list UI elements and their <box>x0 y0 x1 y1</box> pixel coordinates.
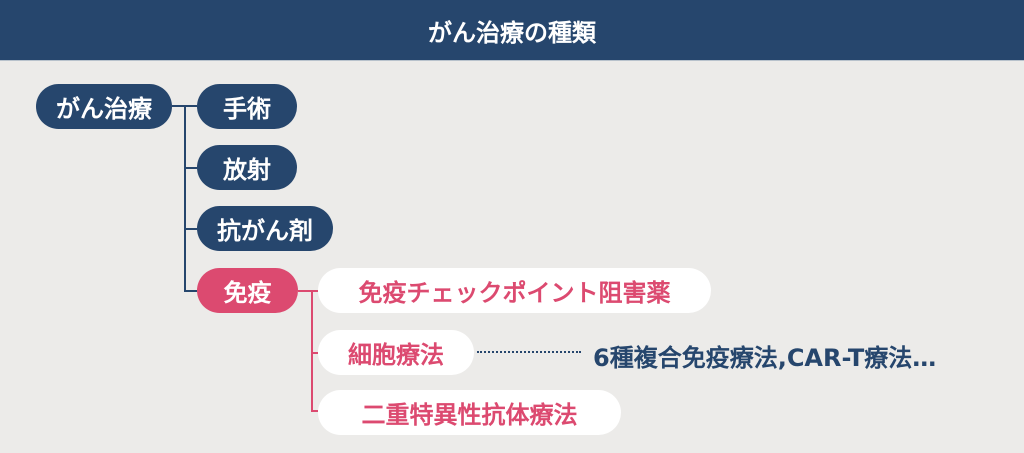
dotted-leader-line <box>477 351 581 353</box>
connector-bispecific <box>311 410 318 412</box>
node-surgery: 手術 <box>197 84 297 129</box>
connector-cell <box>311 352 318 354</box>
page-title: がん治療の種類 <box>0 0 1024 61</box>
node-cancer-treatment: がん治療 <box>36 84 172 129</box>
cell-therapy-examples: 6種複合免疫療法,CAR-T療法… <box>593 344 937 372</box>
connector-radiation <box>184 167 197 169</box>
connector-immune <box>184 290 197 292</box>
node-chemotherapy: 抗がん剤 <box>197 206 333 251</box>
connector-trunk <box>184 105 186 292</box>
connector-immune-trunk <box>311 290 313 412</box>
connector-immune-out <box>298 290 318 292</box>
connector-chemo <box>184 228 197 230</box>
node-bispecific-antibody: 二重特異性抗体療法 <box>318 390 621 435</box>
node-checkpoint-inhibitor: 免疫チェックポイント阻害薬 <box>318 268 711 313</box>
node-radiation: 放射 <box>197 145 297 190</box>
node-immunotherapy: 免疫 <box>197 268 298 313</box>
node-cell-therapy: 細胞療法 <box>318 330 474 375</box>
